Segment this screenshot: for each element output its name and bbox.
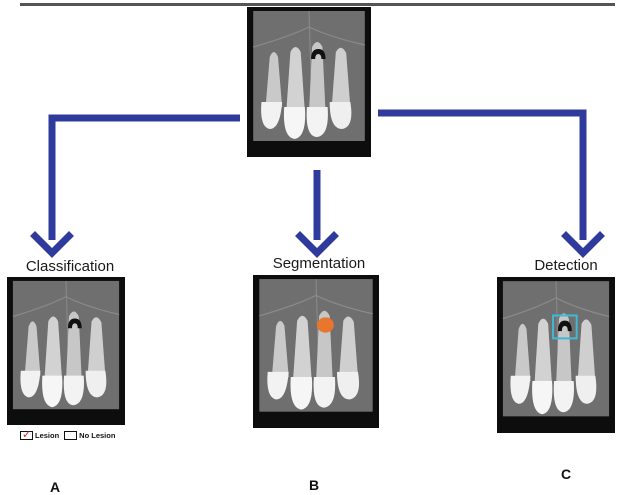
segmentation-title: Segmentation bbox=[258, 255, 380, 272]
no-lesion-legend-label: No Lesion bbox=[79, 431, 115, 440]
lesion-checkbox-checked bbox=[20, 431, 33, 440]
source-xray bbox=[247, 7, 371, 157]
segmentation-xray bbox=[253, 275, 379, 428]
no-lesion-checkbox bbox=[64, 431, 77, 440]
segmentation-mask bbox=[317, 317, 334, 332]
panel-letter-c: C bbox=[561, 466, 571, 482]
detection-xray bbox=[497, 277, 615, 433]
panel-letter-a: A bbox=[50, 479, 60, 495]
classification-xray bbox=[7, 277, 125, 425]
classification-title: Classification bbox=[14, 258, 126, 275]
lesion-legend-label: Lesion bbox=[35, 431, 59, 440]
arrow-to-detection bbox=[378, 113, 583, 240]
classification-legend: Lesion No Lesion bbox=[20, 431, 120, 440]
arrow-to-classification bbox=[52, 118, 240, 240]
panel-letter-b: B bbox=[309, 477, 319, 493]
detection-title: Detection bbox=[520, 257, 612, 274]
